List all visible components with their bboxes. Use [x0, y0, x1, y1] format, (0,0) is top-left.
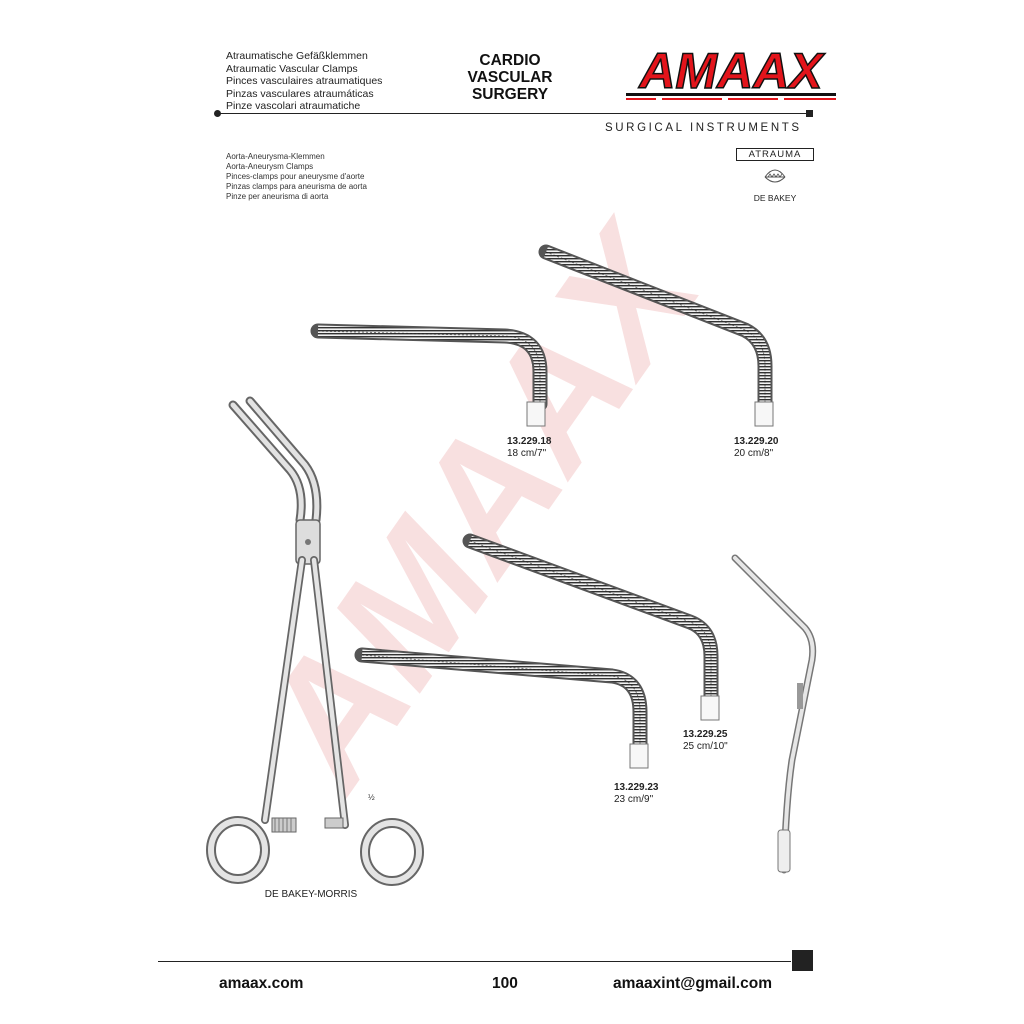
- jaw-13-229-18: [310, 323, 548, 427]
- tagline: SURGICAL INSTRUMENTS: [605, 122, 802, 134]
- product-size: 20 cm/8": [734, 448, 774, 459]
- clamp-side-profile: [731, 554, 817, 874]
- product-size: 18 cm/7": [507, 448, 547, 459]
- product-code: 13.229.23: [614, 782, 659, 793]
- section-fr: Pinces-clamps pour aneurysme d'aorte: [226, 172, 365, 181]
- category-line-2: VASCULAR: [467, 69, 553, 86]
- title-en: Atraumatic Vascular Clamps: [226, 62, 358, 75]
- title-it: Pinze vascolari atraumatiche: [226, 100, 361, 113]
- title-es: Pinzas vasculares atraumáticas: [226, 87, 374, 100]
- footer-tick: [775, 961, 791, 962]
- section-de: Aorta-Aneurysma-Klemmen: [226, 152, 325, 161]
- footer-square: [792, 950, 813, 971]
- header-divider: [217, 113, 811, 114]
- section-es: Pinzas clamps para aneurisma de aorta: [226, 182, 367, 191]
- jaw-13-229-25: [462, 533, 720, 721]
- title-fr: Pinces vasculaires atraumatiques: [226, 75, 383, 88]
- category-title: CARDIO VASCULAR SURGERY: [450, 52, 570, 103]
- footer-divider: [158, 961, 790, 962]
- brand-wordmark: AMAAX: [637, 44, 825, 99]
- product-code: 13.229.25: [683, 729, 728, 740]
- section-it: Pinze per aneurisma di aorta: [226, 192, 329, 201]
- instrument-name: DE BAKEY-MORRIS: [264, 889, 358, 900]
- email-link[interactable]: amaaxint@gmail.com: [613, 975, 772, 992]
- jaw-13-229-20: [538, 244, 774, 427]
- product-size: 23 cm/9": [614, 794, 654, 805]
- product-code: 13.229.20: [734, 436, 779, 447]
- debakey-label: DE BAKEY: [753, 193, 797, 203]
- category-line-1: CARDIO: [479, 52, 541, 69]
- atrauma-badge: ATRAUMA: [736, 148, 814, 161]
- title-de: Atraumatische Gefäßklemmen: [226, 50, 368, 62]
- category-line-3: SURGERY: [471, 86, 549, 103]
- rule-square: [806, 110, 813, 117]
- title-translations: Atraumatische Gefäßklemmen Atraumatic Va…: [226, 50, 382, 113]
- debakey-morris-clamp: [206, 396, 424, 886]
- scale-label: ½: [368, 793, 375, 802]
- section-en: Aorta-Aneurysm Clamps: [226, 162, 314, 171]
- jaw-13-229-23: [354, 647, 649, 769]
- debakey-pattern-icon: [764, 169, 786, 183]
- section-translations: Aorta-Aneurysma-Klemmen Aorta-Aneurysm C…: [226, 152, 367, 202]
- product-size: 25 cm/10": [683, 741, 728, 752]
- amaax-logo: AMAAX: [626, 44, 836, 100]
- page-number: 100: [492, 975, 518, 992]
- website-link[interactable]: amaax.com: [219, 975, 304, 992]
- product-code: 13.229.18: [507, 436, 552, 447]
